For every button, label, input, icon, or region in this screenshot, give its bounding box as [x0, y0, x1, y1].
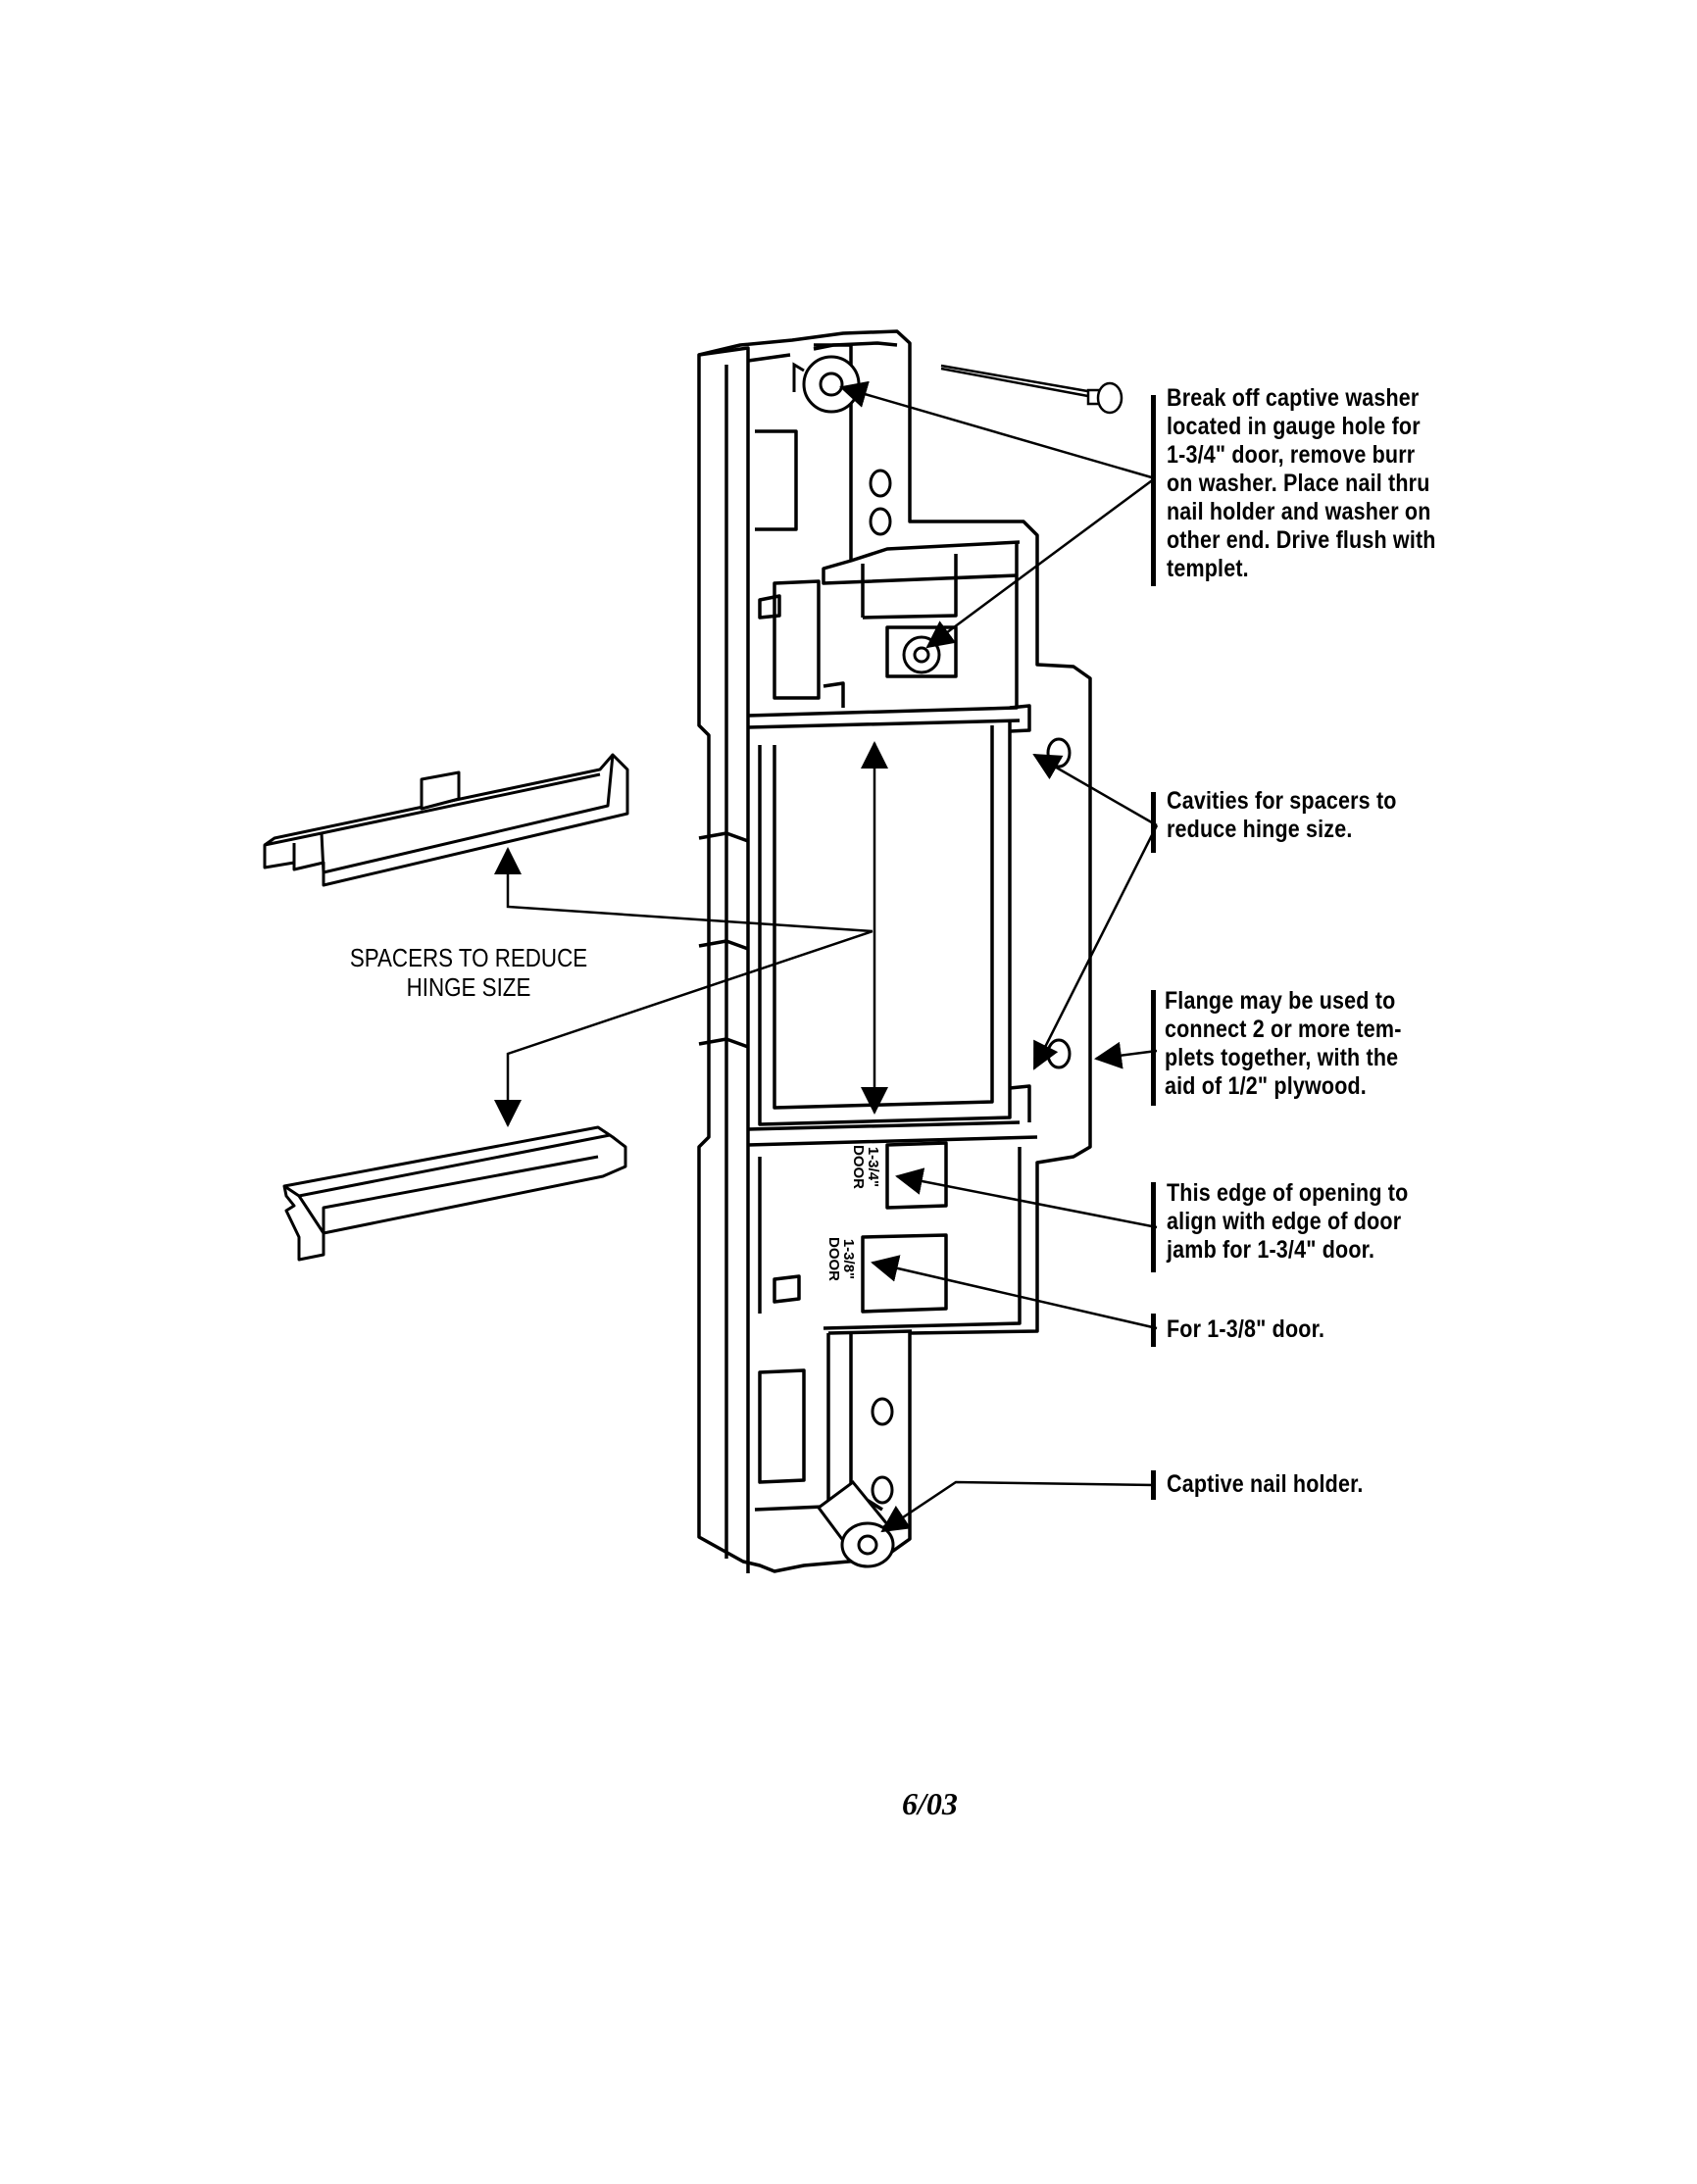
door-label-138-size: 1-3/8": [840, 1238, 857, 1280]
hole-upper-1: [869, 469, 892, 498]
callout-bar-flange: [1151, 990, 1156, 1106]
side-slot-3: [698, 1037, 749, 1049]
callout-washer-line: 1-3/4" door, remove burr: [1167, 441, 1416, 469]
callout-edge: This edge of opening to align with edge …: [1167, 1179, 1408, 1265]
leader-spacer-bottom: [494, 929, 873, 1127]
upper-hinge-block-inner: [850, 540, 1021, 563]
callout-edge-line: jamb for 1-3/4" door.: [1167, 1236, 1375, 1264]
callout-washer-line: other end. Drive flush with: [1167, 526, 1436, 554]
leader-washer-gauge: [925, 476, 1156, 649]
hole-flange-bottom: [1046, 1038, 1072, 1069]
callout-edge-line: align with edge of door: [1167, 1208, 1402, 1235]
lower-frame: [758, 1147, 1022, 1330]
upper-left-pocket: [773, 579, 821, 700]
lower-left-tab: [773, 1274, 801, 1304]
captive-nail-holder-bottom: [816, 1479, 895, 1568]
upper-hinge-block: [814, 343, 1018, 585]
callout-washer-line: nail holder and washer on: [1167, 498, 1431, 525]
door-label-134-size: 1-3/4": [865, 1146, 881, 1188]
leader-spacer-top: [494, 847, 873, 933]
hole-flange-top: [1046, 737, 1072, 769]
callout-washer-line: located in gauge hole for: [1167, 413, 1421, 440]
callout-flange: Flange may be used to connect 2 or more …: [1165, 987, 1402, 1101]
gauge-window-138: [861, 1233, 948, 1314]
callout-bar-washer: [1151, 395, 1156, 586]
hole-lower-2: [871, 1475, 894, 1505]
front-strip: [698, 346, 750, 1573]
upper-mid-post: [823, 681, 845, 708]
page-date: 6/03: [902, 1786, 958, 1821]
callout-bar-door138: [1151, 1314, 1156, 1347]
gauge-window-134: [885, 1141, 948, 1210]
upper-left-pocket-2: [755, 429, 798, 531]
spacer-bottom: [282, 1125, 627, 1262]
hole-upper-2: [869, 507, 892, 536]
leader-edge: [895, 1167, 1158, 1229]
side-slot-2: [698, 939, 749, 951]
callout-door138-line: For 1-3/8" door.: [1167, 1315, 1325, 1343]
callout-washer: Break off captive washer located in gaug…: [1167, 384, 1436, 583]
callout-bar-cavities: [1151, 792, 1156, 853]
templet-body: [697, 329, 1092, 1573]
callout-nail-holder: Captive nail holder.: [1167, 1470, 1364, 1499]
leader-lines: [494, 380, 1159, 1533]
callout-cavities: Cavities for spacers to reduce hinge siz…: [1167, 787, 1397, 844]
callout-flange-line: connect 2 or more tem-: [1165, 1016, 1402, 1043]
callout-cavities-line: Cavities for spacers to: [1167, 787, 1397, 815]
upper-left-tab: [758, 594, 781, 620]
door-label-138: 1-3/8" DOOR: [825, 1237, 857, 1281]
leader-cavity-bottom: [1032, 824, 1159, 1070]
leader-flange: [1094, 1041, 1158, 1069]
callout-washer-line: Break off captive washer: [1167, 384, 1420, 412]
leader-nail-holder: [880, 1480, 1156, 1533]
hole-lower-1: [871, 1397, 894, 1426]
lower-ledge: [747, 1120, 1038, 1147]
callout-door138: For 1-3/8" door.: [1167, 1315, 1324, 1344]
templet-outline: [697, 329, 1092, 1573]
callout-flange-line: plets together, with the: [1165, 1044, 1399, 1071]
callout-bar-nail-holder: [1151, 1470, 1156, 1500]
spacers-label-line: HINGE SIZE: [406, 972, 531, 1002]
upper-ledge-tab: [1009, 704, 1031, 733]
callout-cavities-line: reduce hinge size.: [1167, 816, 1353, 843]
callout-bar-edge: [1151, 1182, 1156, 1272]
callout-flange-line: aid of 1/2" plywood.: [1165, 1072, 1367, 1100]
spacers-label-line: SPACERS TO REDUCE: [349, 943, 588, 972]
lower-slot: [754, 1505, 824, 1512]
lower-ledge-tab: [1009, 1084, 1031, 1122]
callout-nail-holder-line: Captive nail holder.: [1167, 1470, 1364, 1498]
door-label-134-word: DOOR: [850, 1145, 867, 1189]
leader-door138: [871, 1255, 1158, 1330]
central-cavity: [758, 720, 1012, 1126]
lower-left-pocket: [758, 1368, 806, 1484]
door-label-134: 1-3/4" DOOR: [850, 1145, 881, 1189]
spacers-label: SPACERS TO REDUCE HINGE SIZE: [333, 943, 603, 1002]
callout-washer-line: on washer. Place nail thru: [1167, 470, 1430, 497]
callout-flange-line: Flange may be used to: [1165, 987, 1396, 1015]
side-slot-1: [698, 831, 749, 843]
callout-washer-line: templet.: [1167, 555, 1249, 582]
top-ledge: [747, 341, 898, 363]
callout-edge-line: This edge of opening to: [1167, 1179, 1409, 1207]
door-label-138-word: DOOR: [825, 1237, 842, 1281]
leader-washer-top: [839, 380, 1156, 480]
nail: [940, 364, 1123, 415]
spacer-top: [263, 753, 629, 887]
leader-cavity-top: [1032, 753, 1158, 827]
